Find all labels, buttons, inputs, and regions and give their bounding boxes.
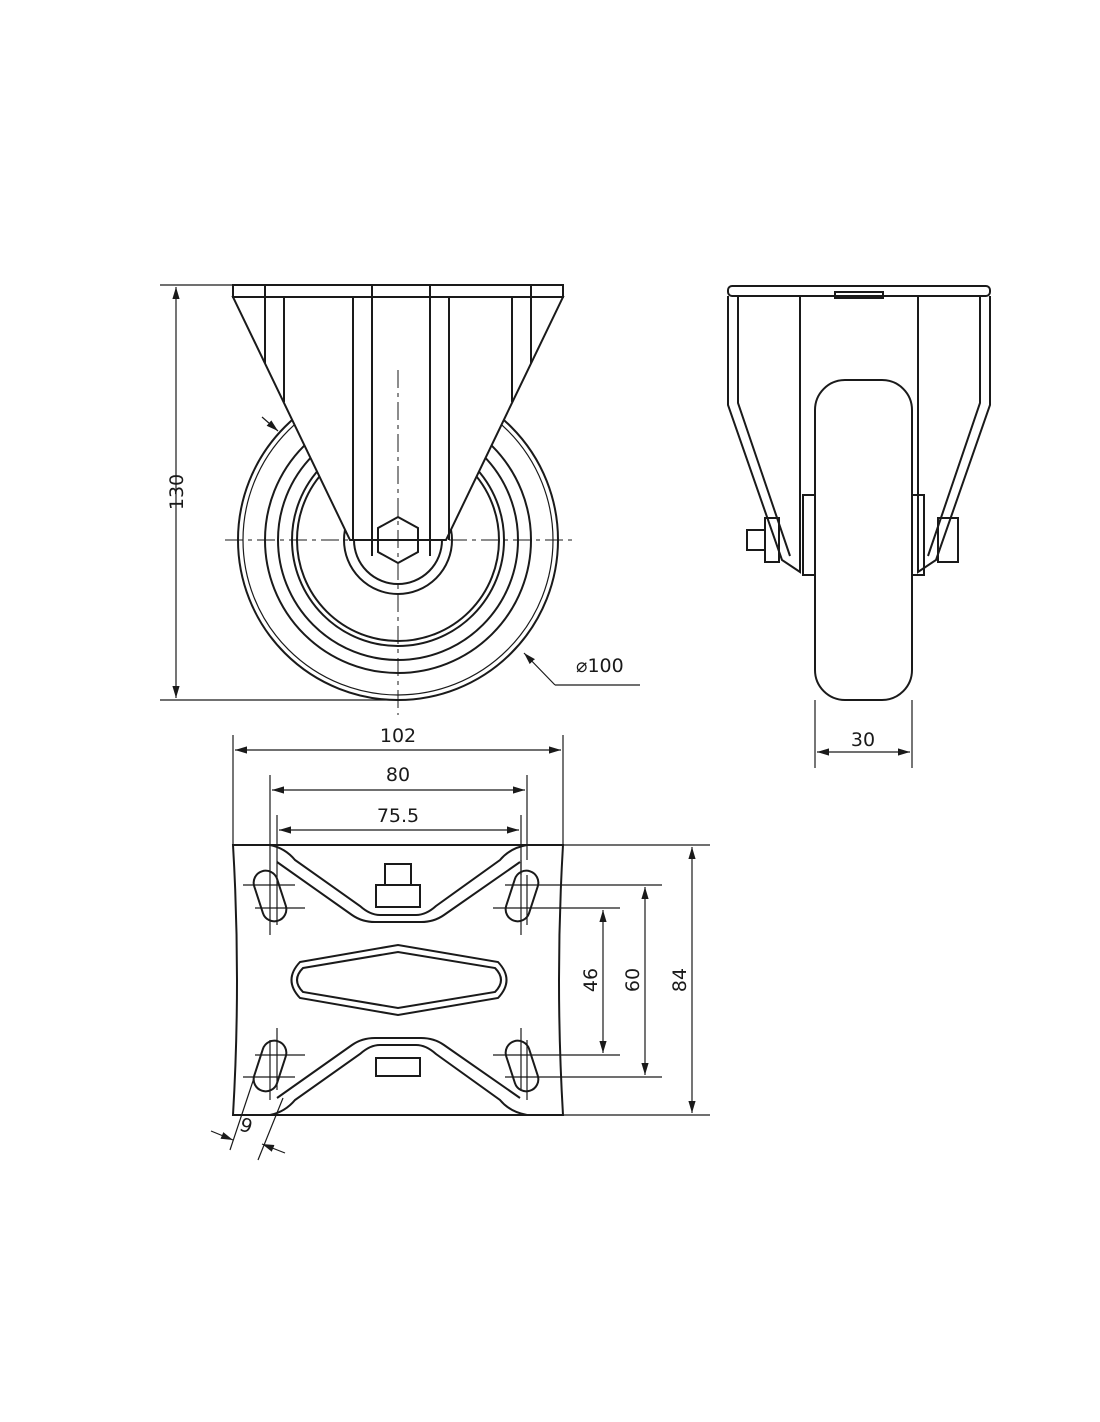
dim-plate-width: 102 xyxy=(232,725,564,845)
dim-plate-length-label: 84 xyxy=(669,968,691,992)
dim-hole-spacing-long: 60 xyxy=(622,887,649,1075)
mounting-slots xyxy=(252,869,540,1093)
dim-hole-spacing-short: 46 xyxy=(580,910,607,1053)
dim-slot-width: 9 xyxy=(210,1077,286,1161)
dim-wheel-width: 30 xyxy=(814,700,913,768)
top-view: 102 80 75.5 84 60 46 xyxy=(210,725,710,1161)
dim-hole-spacing-outer: 80 xyxy=(269,764,528,860)
dim-hole-spacing-inner-label: 75.5 xyxy=(377,805,419,827)
dim-wheel-diameter: ⌀100 xyxy=(523,652,640,686)
dim-hole-spacing-short-label: 46 xyxy=(580,968,602,992)
dim-slot-width-label: 9 xyxy=(237,1114,255,1139)
dim-hole-spacing-long-label: 60 xyxy=(622,968,644,992)
dim-wheel-width-label: 30 xyxy=(851,729,875,751)
dim-hole-spacing-inner: 75.5 xyxy=(276,805,522,875)
dim-hole-spacing-outer-label: 80 xyxy=(386,764,410,786)
dim-plate-width-label: 102 xyxy=(380,725,416,747)
front-view: 130 ⌀100 xyxy=(160,284,640,715)
dim-plate-length: 84 xyxy=(563,844,710,1116)
dim-wheel-diameter-label: ⌀100 xyxy=(576,655,624,677)
dim-height: 130 xyxy=(160,284,400,701)
side-view: 30 xyxy=(727,285,991,768)
dim-height-label: 130 xyxy=(166,474,188,510)
